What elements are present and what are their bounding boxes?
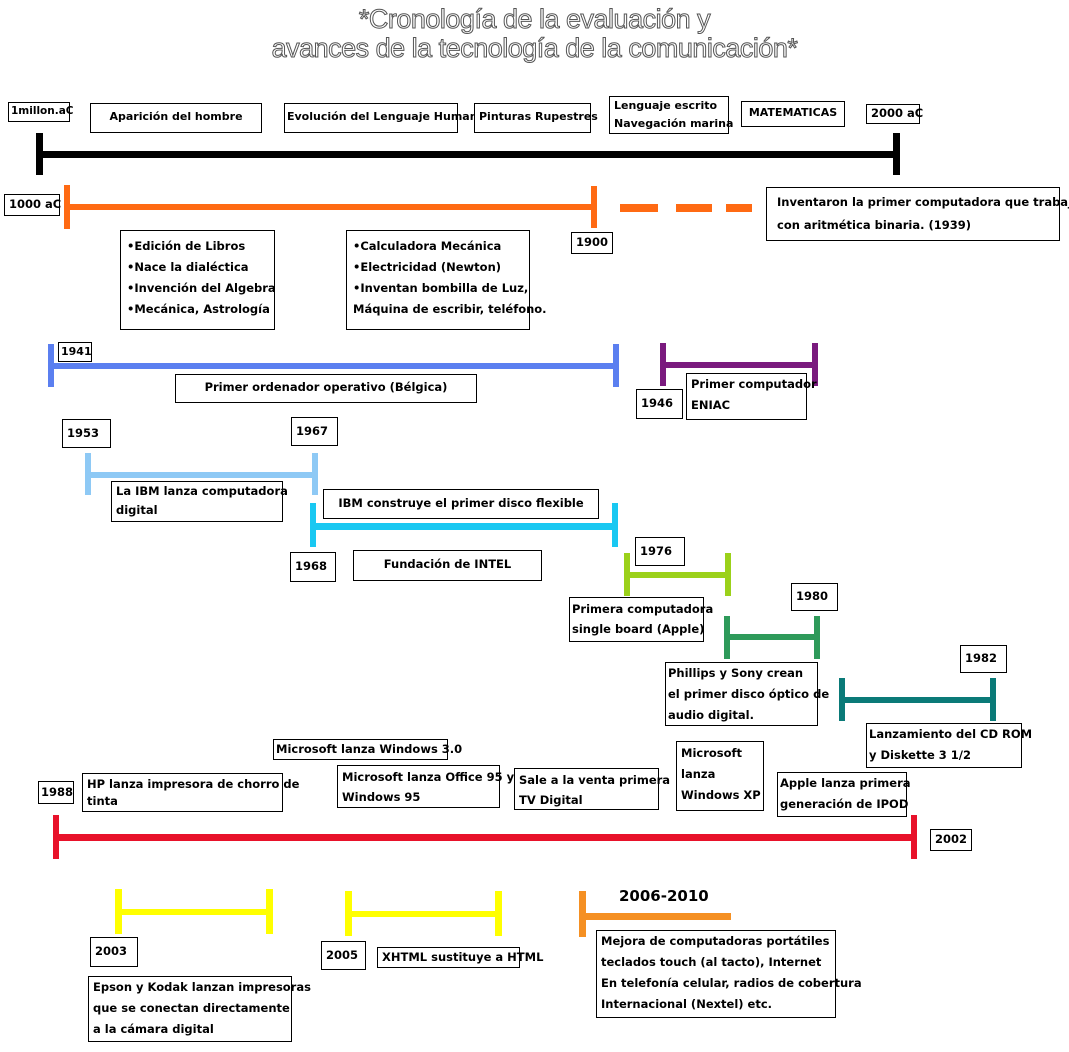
- event-matematicas: MATEMATICAS: [741, 101, 845, 127]
- label-2003: 2003: [90, 937, 138, 967]
- timeline-tick-yellow-2005-start: [345, 891, 352, 936]
- event-evolucion-lenguaje: Evolución del Lenguaje Humano: [284, 103, 485, 133]
- timeline-bar-light-blue: [87, 472, 315, 478]
- timeline-bar-orange-2006: [580, 913, 731, 920]
- timeline-tick-blue-end: [613, 344, 619, 387]
- event-eniac: Primer computador ENIAC: [686, 373, 817, 420]
- event-pinturas-rupestres: Pinturas Rupestres: [474, 103, 598, 133]
- timeline-bar-black: [38, 151, 898, 158]
- event-list-calculadora: •Calculadora Mecánica •Electricidad (New…: [346, 230, 547, 330]
- timeline-tick-cyan-start: [310, 503, 316, 547]
- timeline-bar-yellow-2005: [347, 911, 500, 917]
- page-title: *Cronología de la evaluación y avances d…: [0, 4, 1069, 64]
- event-xhtml: XHTML sustituye a HTML: [377, 947, 543, 968]
- timeline-bar-green: [726, 634, 818, 640]
- timeline-tick-blue-start: [48, 344, 54, 387]
- timeline-tick-teal-end: [990, 678, 996, 721]
- event-cd-rom: Lanzamiento del CD ROM y Diskette 3 1/2: [866, 723, 1032, 768]
- label-1000ac: 1000 aC: [4, 194, 61, 216]
- event-mejora-portatiles: Mejora de computadoras portátiles teclad…: [596, 930, 862, 1018]
- event-windows-xp: Microsoft lanza Windows XP: [676, 741, 764, 811]
- event-tv-digital: Sale a la venta primera TV Digital: [514, 768, 670, 810]
- timeline-tick-black-start: [36, 133, 43, 175]
- event-fundacion-intel: Fundación de INTEL: [353, 550, 542, 581]
- timeline-tick-yellow-2003-end: [266, 889, 273, 934]
- event-computadora-binaria: Inventaron la primer computadora que tra…: [766, 187, 1069, 241]
- event-ipod: Apple lanza primera generación de IPOD: [777, 772, 911, 817]
- timeline-dash-orange-1: [620, 204, 658, 212]
- timeline-tick-orange-start: [64, 185, 70, 229]
- label-1millon: 1millon.aC: [8, 102, 74, 122]
- timeline-tick-black-end: [893, 133, 900, 175]
- timeline-bar-blue: [50, 363, 616, 369]
- event-primer-ordenador: Primer ordenador operativo (Bélgica): [175, 374, 477, 403]
- event-single-board: Primera computadora single board (Apple): [569, 597, 713, 642]
- label-2005: 2005: [321, 941, 366, 970]
- timeline-dash-orange-2: [676, 204, 712, 212]
- label-1976: 1976: [635, 537, 685, 566]
- timeline-dash-orange-3: [726, 204, 752, 212]
- timeline-tick-cyan-end: [612, 503, 618, 547]
- timeline-tick-light-blue-start: [85, 453, 91, 495]
- event-aparicion-hombre: Aparición del hombre: [90, 103, 262, 133]
- event-lenguaje-navegacion: Lenguaje escrito Navegación marina: [609, 96, 733, 134]
- timeline-tick-orange-2006-start: [579, 891, 586, 937]
- timeline-bar-yellow-2003: [117, 909, 271, 915]
- timeline-bar-lime: [626, 572, 728, 578]
- label-1988: 1988: [38, 781, 74, 804]
- title-line-1: *Cronología de la evaluación y: [358, 4, 711, 35]
- event-ibm-computadora: La IBM lanza computadora digital: [111, 481, 288, 522]
- timeline-tick-red-end: [911, 815, 917, 859]
- event-disco-flexible: IBM construye el primer disco flexible: [323, 489, 599, 519]
- timeline-tick-teal-start: [839, 678, 845, 721]
- title-line-2: avances de la tecnología de la comunicac…: [271, 33, 798, 64]
- event-windows-30: Microsoft lanza Windows 3.0: [273, 739, 462, 760]
- event-hp-impresora: HP lanza impresora de chorro de tinta: [82, 773, 299, 812]
- label-1980: 1980: [791, 583, 838, 611]
- label-1941: 1941: [58, 342, 92, 362]
- timeline-bar-purple: [662, 362, 815, 368]
- event-epson-kodak: Epson y Kodak lanzan impresoras que se c…: [88, 976, 311, 1042]
- label-2000ac: 2000 aC: [866, 104, 923, 124]
- label-1967: 1967: [291, 417, 338, 446]
- event-list-libros: •Edición de Libros •Nace la dialéctica •…: [120, 230, 276, 330]
- label-2002: 2002: [930, 829, 972, 851]
- timeline-bar-orange: [66, 204, 594, 210]
- label-1953: 1953: [62, 419, 111, 448]
- event-disco-optico: Phillips y Sony crean el primer disco óp…: [665, 662, 829, 726]
- timeline-bar-cyan: [312, 523, 615, 530]
- label-1982: 1982: [960, 645, 1007, 673]
- label-1946: 1946: [636, 389, 683, 419]
- timeline-tick-lime-end: [725, 553, 731, 596]
- timeline-tick-yellow-2005-end: [495, 891, 502, 936]
- timeline-bar-red: [55, 834, 915, 841]
- timeline-tick-green-start: [724, 616, 730, 659]
- timeline-tick-purple-start: [660, 343, 666, 386]
- timeline-tick-purple-end: [812, 343, 818, 386]
- label-1968: 1968: [290, 552, 336, 582]
- timeline-tick-green-end: [814, 616, 820, 659]
- timeline-tick-yellow-2003-start: [115, 889, 122, 934]
- timeline-tick-red-start: [53, 815, 59, 859]
- timeline-tick-orange-end: [591, 186, 597, 228]
- timeline-tick-light-blue-end: [312, 453, 318, 495]
- event-office-95: Microsoft lanza Office 95 y Windows 95: [337, 765, 514, 808]
- label-1900: 1900: [571, 232, 613, 254]
- timeline-bar-teal: [841, 697, 993, 703]
- label-2006-2010: 2006-2010: [619, 887, 709, 905]
- timeline-tick-lime-start: [624, 553, 630, 596]
